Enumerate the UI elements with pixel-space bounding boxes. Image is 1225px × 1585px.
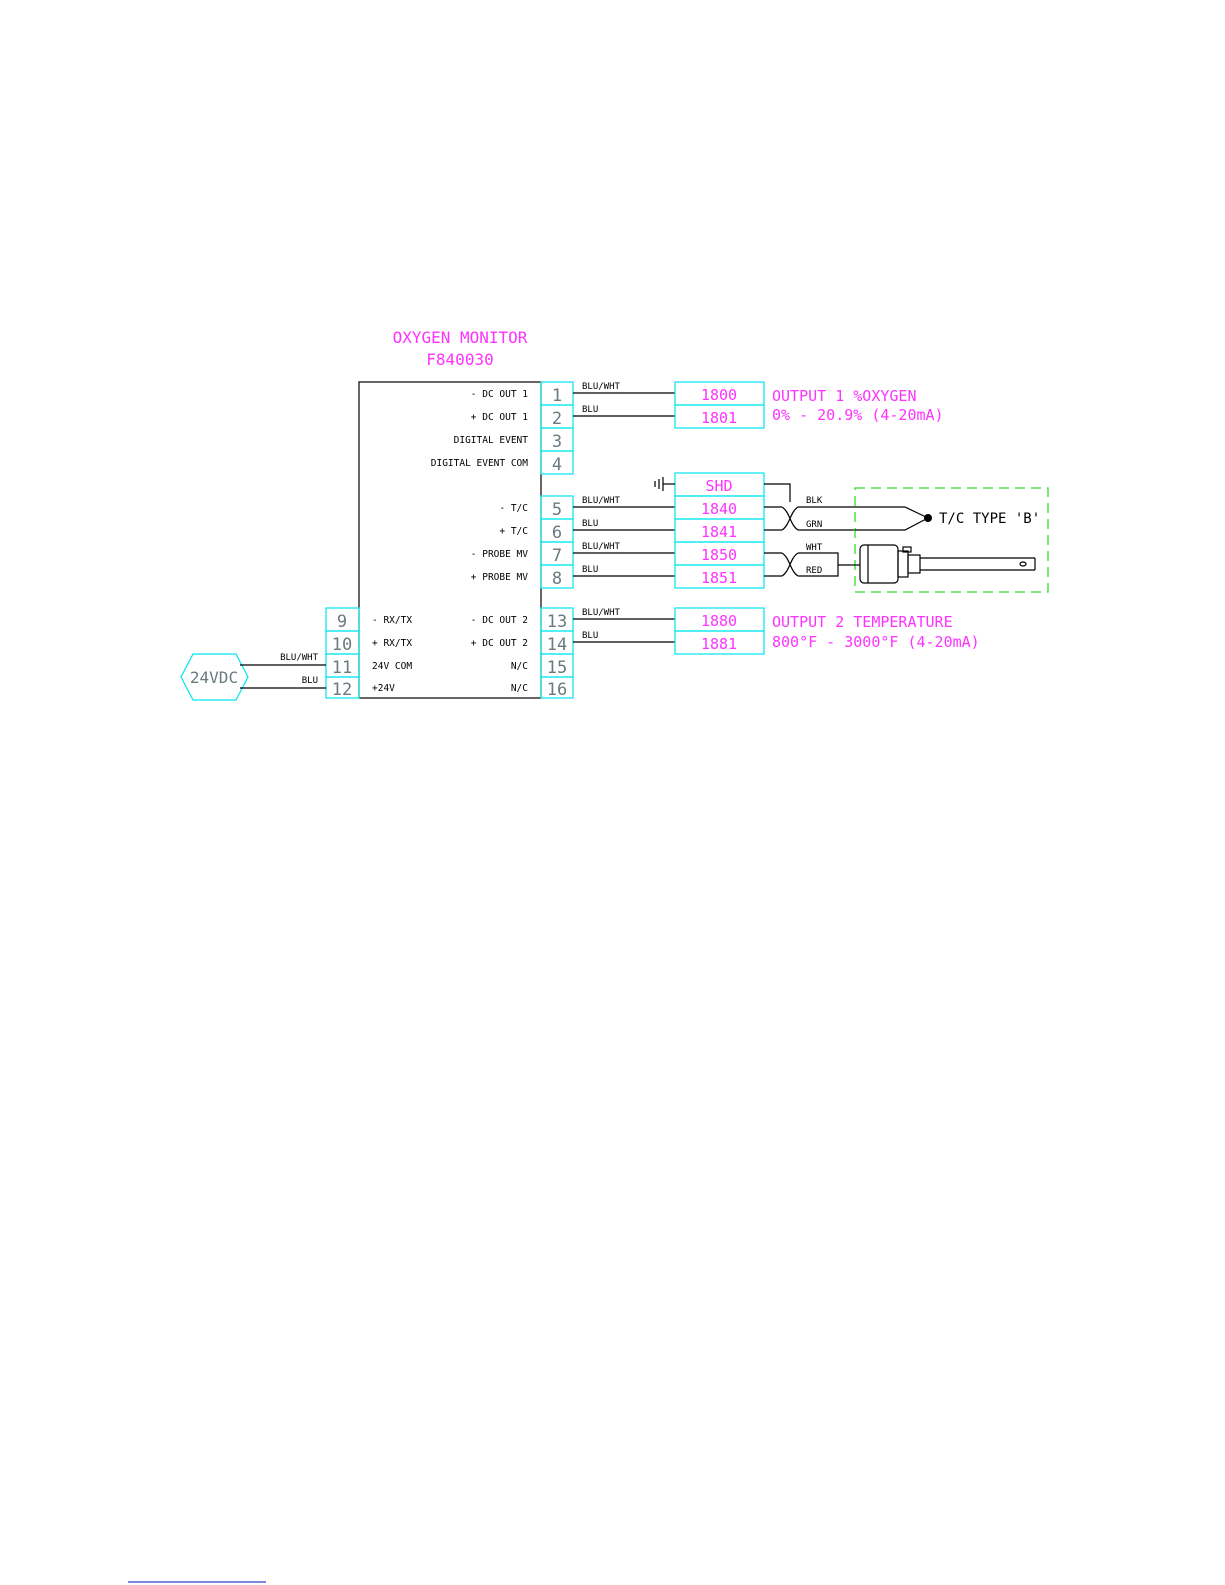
thermocouple-junction-icon xyxy=(924,514,932,522)
terminal-7-number: 7 xyxy=(552,546,562,566)
terminal-11-label: 24V COM xyxy=(372,661,412,672)
thermocouple-type-label: T/C TYPE 'B' xyxy=(939,511,1040,527)
wire-number-1840: 1840 xyxy=(701,500,737,518)
wire-number-shield: SHD xyxy=(705,477,732,495)
power-wires xyxy=(240,664,326,689)
wire-color-label: BLU xyxy=(582,405,598,415)
terminal-12-label: +24V xyxy=(372,683,395,694)
wire-number-1801: 1801 xyxy=(701,409,737,427)
terminal-2-number: 2 xyxy=(552,409,562,429)
field-wire-label: RED xyxy=(806,566,822,576)
wire-color-label: BLU/WHT xyxy=(582,382,621,392)
output-1-title: OUTPUT 1 %OXYGEN xyxy=(772,387,917,405)
terminal-11-number: 11 xyxy=(332,658,352,678)
ground-icon xyxy=(654,477,675,491)
field-device-enclosure xyxy=(854,487,1049,593)
terminal-10-number: 10 xyxy=(332,635,352,655)
monitor-title: OXYGEN MONITOR xyxy=(393,328,528,347)
terminal-14-label: + DC OUT 2 xyxy=(471,638,528,649)
monitor-body xyxy=(358,381,542,699)
terminal-1-label: - DC OUT 1 xyxy=(471,389,528,400)
terminal-13-number: 13 xyxy=(547,612,567,632)
wire-number-1841: 1841 xyxy=(701,523,737,541)
terminal-3-label: DIGITAL EVENT xyxy=(454,435,529,446)
wire-color-label: BLU xyxy=(582,519,598,529)
terminal-15-number: 15 xyxy=(547,658,567,678)
terminal-3-number: 3 xyxy=(552,432,562,452)
thermocouple-icon xyxy=(855,506,929,531)
wire-color-label: BLU xyxy=(582,631,598,641)
terminal-8-number: 8 xyxy=(552,569,562,589)
terminal-15-label: N/C xyxy=(511,661,528,672)
terminal-7-label: - PROBE MV xyxy=(471,549,528,560)
wire-number-1881: 1881 xyxy=(701,635,737,653)
terminal-13-label: - DC OUT 2 xyxy=(471,615,528,626)
terminal-9-number: 9 xyxy=(337,612,347,632)
terminal-10-label: + RX/TX xyxy=(372,638,412,649)
oxygen-probe-icon xyxy=(850,544,1036,584)
terminal-4-number: 4 xyxy=(552,455,562,475)
terminal-12-number: 12 xyxy=(332,680,352,700)
power-supply-label: 24VDC xyxy=(190,668,238,687)
terminal-6-label: + T/C xyxy=(499,526,528,537)
power-supply-icon xyxy=(180,653,249,701)
power-wire-label: BLU/WHT xyxy=(280,653,319,663)
wire-color-label: BLU/WHT xyxy=(582,608,621,618)
wire-number-1851: 1851 xyxy=(701,569,737,587)
wire-number-1800: 1800 xyxy=(701,386,737,404)
terminal-1-number: 1 xyxy=(552,386,562,406)
wire-color-label: BLU/WHT xyxy=(582,542,621,552)
terminal-16-number: 16 xyxy=(547,680,567,700)
terminal-4-label: DIGITAL EVENT COM xyxy=(431,458,529,469)
terminal-16-label: N/C xyxy=(511,683,528,694)
monitor-part-number: F840030 xyxy=(426,350,493,369)
power-wire-label: BLU xyxy=(302,676,318,686)
wire-color-label: BLU xyxy=(582,565,598,575)
field-wiring xyxy=(764,483,855,577)
right-wires xyxy=(573,392,675,643)
terminal-8-label: + PROBE MV xyxy=(471,572,528,583)
wire-number-1880: 1880 xyxy=(701,612,737,630)
terminal-2-label: + DC OUT 1 xyxy=(471,412,528,423)
wire-color-label: BLU/WHT xyxy=(582,496,621,506)
output-1-range: 0% - 20.9% (4-20mA) xyxy=(772,406,944,424)
wire-number-1850: 1850 xyxy=(701,546,737,564)
terminal-6-number: 6 xyxy=(552,523,562,543)
output-2-range: 800°F - 3000°F (4-20mA) xyxy=(772,633,980,651)
field-wire-label: WHT xyxy=(806,543,823,553)
terminal-9-label: - RX/TX xyxy=(372,615,412,626)
terminal-5-label: - T/C xyxy=(499,503,528,514)
terminal-14-number: 14 xyxy=(547,635,567,655)
field-wire-label: GRN xyxy=(806,520,822,530)
terminal-5-number: 5 xyxy=(552,500,562,520)
field-wire-label: BLK xyxy=(806,496,823,506)
output-2-title: OUTPUT 2 TEMPERATURE xyxy=(772,613,953,631)
